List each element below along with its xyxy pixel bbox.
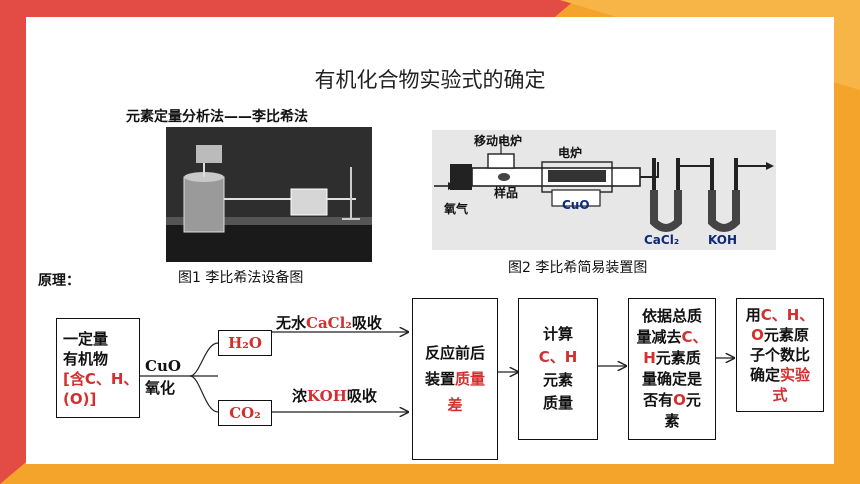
method-subtitle: 元素定量分析法——李比希法 — [126, 109, 308, 125]
calc-line4: 质量 — [542, 394, 573, 412]
final-line2: O元素原 — [751, 325, 809, 345]
o-line5: 否有O元 — [643, 390, 701, 411]
mass-line3: 差 — [447, 396, 463, 414]
final-line3: 子个数比 — [749, 346, 810, 364]
o-line5b: O — [673, 391, 686, 409]
absorb-bottom-reagent: KOH — [307, 387, 347, 405]
h2o-formula: H₂O — [228, 334, 262, 352]
o-line3: H元素质 — [643, 348, 701, 369]
o-line5a: 否有 — [643, 391, 674, 409]
absorb-bottom-label: 浓KOH吸收 — [292, 385, 377, 406]
h2o-box: H₂O — [218, 330, 272, 356]
absorb-top-pre: 无水 — [276, 314, 307, 332]
calc-line1: 计算 — [542, 325, 573, 343]
label-oxygen: 氧气 — [444, 202, 469, 216]
mass-line2: 装置质量 — [425, 366, 485, 392]
apparatus-photo-drawing — [166, 127, 372, 262]
organic-line1: 一定量 — [63, 330, 109, 348]
apparatus-schematic-drawing — [432, 130, 776, 250]
o-line2: 量减去C、 — [636, 327, 707, 348]
absorb-top-reagent: CaCl₂ — [306, 314, 352, 332]
calculate-ch-box: 计算 C、H 元素 质量 — [518, 298, 598, 440]
label-cuo: CuO — [562, 198, 590, 212]
organic-line4: (O)] — [63, 390, 97, 408]
o-line4: 量确定是 — [641, 370, 702, 388]
organic-compound-box: 一定量 有机物 [含C、H、 (O)] — [56, 318, 140, 418]
mass-difference-box: 反应前后 装置质量 差 — [412, 298, 498, 460]
absorb-bottom-post: 吸收 — [346, 387, 377, 405]
oxidize-label: 氧化 — [145, 379, 176, 397]
apparatus-schematic: 移动电炉 电炉 样品 氧气 CuO CaCl₂ KOH — [432, 130, 776, 250]
oxidizer-cuo: CuO — [145, 357, 181, 375]
page-title: 有机化合物实验式的确定 — [314, 68, 546, 92]
mass-line2a: 装置 — [424, 370, 455, 388]
label-sample: 样品 — [494, 186, 519, 200]
principle-label: 原理： — [38, 273, 80, 289]
o-line2a: 量减去 — [636, 328, 682, 346]
o-line3a: H — [643, 349, 656, 367]
o-line6: 素 — [664, 412, 680, 430]
label-furnace: 电炉 — [558, 146, 583, 160]
o-line5c: 元 — [685, 391, 701, 409]
figure2-caption: 图2 李比希简易装置图 — [508, 260, 648, 276]
empirical-formula-box: 用C、H、 O元素原 子个数比 确定实验 式 — [736, 298, 824, 412]
label-mobile-furnace: 移动电炉 — [474, 134, 523, 148]
apparatus-photo — [166, 127, 372, 262]
label-koh: KOH — [708, 233, 738, 247]
final-line2a: O — [751, 326, 764, 344]
label-cacl2: CaCl₂ — [644, 233, 680, 247]
absorb-top-label: 无水CaCl₂吸收 — [276, 312, 382, 333]
figure1-caption: 图1 李比希法设备图 — [178, 270, 304, 286]
o-line2b: C、 — [681, 328, 708, 346]
final-line4: 确定实验 — [750, 365, 810, 385]
calc-line2: C、H — [538, 348, 578, 366]
final-line4b: 实验 — [780, 366, 811, 384]
calc-line3: 元素 — [542, 371, 573, 389]
final-line1a: 用 — [745, 306, 761, 324]
mass-line1: 反应前后 — [424, 344, 485, 362]
absorb-top-post: 吸收 — [351, 314, 382, 332]
mass-line2b: 质量 — [455, 370, 486, 388]
oxygen-determination-box: 依据总质 量减去C、 H元素质 量确定是 否有O元 素 — [628, 298, 716, 440]
final-line1b: C、H、 — [760, 306, 815, 324]
final-line5: 式 — [772, 386, 788, 404]
absorb-bottom-pre: 浓 — [292, 387, 308, 405]
o-line1: 依据总质 — [641, 307, 702, 325]
organic-line3: [含C、H、 — [63, 370, 139, 388]
o-line3b: 元素质 — [655, 349, 701, 367]
final-line2b: 元素原 — [763, 326, 809, 344]
final-line4a: 确定 — [749, 366, 780, 384]
co2-box: CO₂ — [218, 400, 272, 426]
co2-formula: CO₂ — [229, 404, 261, 422]
organic-line2: 有机物 — [63, 350, 109, 368]
final-line1: 用C、H、 — [746, 305, 815, 325]
